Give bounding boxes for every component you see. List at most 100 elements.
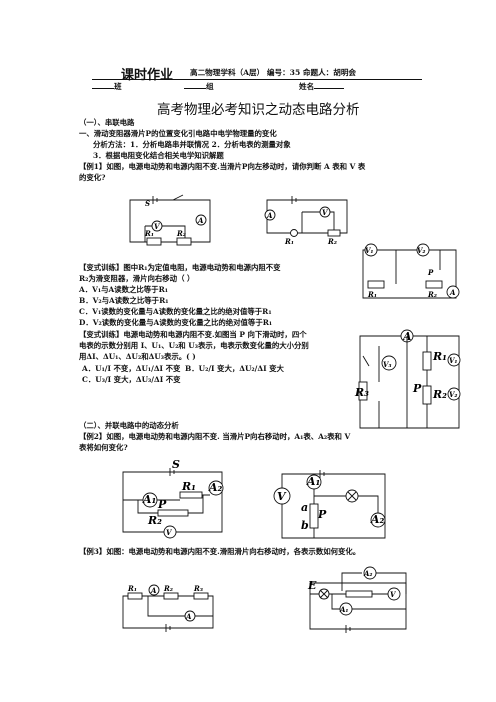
circuit-example1-right: A V R₁ R₂ [264,196,348,246]
voltmeter-icon [273,487,291,505]
resistor-r3-icon [358,381,368,401]
variant1-option-b[interactable]: B．V₂与A读数之比等于R₁ [79,296,169,305]
ammeter-a2-icon [208,480,224,496]
circuit-variant1: V₁ V₂ P R₁ R₂ A [362,243,460,299]
sec2-heading: （二）、并联电路中的动态分析 [79,421,179,430]
svg-text:A₁: A₁ [339,605,349,614]
variant2-option-b[interactable]: B．U₂/I 变大，ΔU₂/ΔI 变大 [185,364,284,373]
example1-text-cont: 的变化? [79,173,106,182]
svg-text:A: A [449,288,456,297]
resistor-icon [327,229,341,237]
class-blank: 班 [92,81,122,92]
rheostat-r2-icon [422,385,432,405]
svg-text:V₃: V₃ [383,360,392,369]
svg-text:R₂: R₂ [176,229,186,238]
circuit-example3-left: R₁ A R₂ R₃ A [122,584,214,632]
sec1-heading: （一）、串联电路 [79,118,135,127]
variant2-option-a[interactable]: A．U₁/I 不变，ΔU₁/ΔI 不变 [82,364,181,373]
ammeter-icon [264,209,276,221]
svg-text:A₁: A₁ [142,493,156,506]
sec1-line2: 分析方法：1．分析电路串并联情况 2．分析电表的测量对象 [93,140,291,149]
circuit-example2-right: V A₁ a P b A₂ [273,470,386,539]
sec1-line1: 一、滑动变阻器滑片P的位置变化引电路中电学物理量的变化 [79,129,277,138]
svg-text:V₁: V₁ [449,356,458,365]
svg-text:V: V [277,490,287,503]
rheostat-icon [309,503,319,529]
rheostat-icon [345,590,373,598]
svg-text:R₁: R₁ [181,480,196,493]
svg-text:P: P [412,382,422,395]
resistor-r3-icon [193,592,209,600]
svg-text:R₁: R₁ [367,290,377,299]
svg-text:A₂: A₂ [363,569,373,578]
variant1-option-a[interactable]: A．V₁与A读数之比等于R₁ [79,285,168,294]
switch-label: S [145,199,150,208]
voltmeter-v1-icon [364,243,378,257]
svg-text:V: V [390,590,397,599]
voltmeter-v2-icon [447,387,461,401]
rheostat-r2-icon [163,592,179,600]
svg-text:V: V [154,222,161,231]
variant1-option-c[interactable]: C．V₁读数的变化量与A读数的变化量之比的绝对值等于R₁ [79,307,272,316]
sec1-line3: 3．根据电阻变化结合相关电学知识解题 [93,151,224,160]
svg-text:R₂: R₂ [427,290,437,299]
svg-text:V: V [166,528,173,537]
example1-text: 【例1】如图，电源电动势和电源内阻不变.当滑片P向左移动时，请你判断 A 表和 … [79,162,366,171]
ammeter-icon [446,285,460,299]
svg-text:A: A [185,612,192,621]
voltmeter-icon [163,525,177,539]
variant2-line3: 用ΔI、ΔU₁、ΔU₂和ΔU₃表示。( ) [79,352,196,361]
svg-text:A: A [266,211,273,220]
resistor-r1-icon [146,237,162,246]
name-blank: 姓名 [299,81,345,92]
circuit-variant2: A V₃ R₃ R₁ V₁ P R₂ V₂ [354,329,461,429]
example2-text-cont: 表将如何变化? [79,443,128,452]
voltmeter-v2-icon [416,243,430,257]
svg-text:R₁: R₁ [127,584,137,593]
example2-text: 【例2】如图，电源电动势和电源内阻不变. 当滑片P向右移动时，A₁表、A₂表和 … [79,432,351,441]
svg-text:V: V [322,208,329,217]
svg-text:R₁: R₁ [144,229,154,238]
svg-text:V₁: V₁ [365,246,374,255]
ammeter-icon [148,584,160,596]
voltmeter-v3-icon [381,355,397,371]
document-title: 高考物理必考知识之动态电路分析 [157,102,360,118]
rheostat-r2-icon [425,280,443,289]
lamp-icon [290,229,298,237]
svg-text:A₂: A₂ [208,481,223,494]
svg-text:S: S [172,458,180,471]
svg-text:b: b [301,519,309,532]
svg-text:V₂: V₂ [417,246,426,255]
svg-text:P: P [427,268,434,277]
svg-text:V₂: V₂ [449,390,458,399]
svg-text:R₃: R₃ [193,584,203,593]
circuit-example3-right: E A₂ V A₁ [307,566,407,633]
variant1-option-d[interactable]: D．V₂读数的变化量与A读数的变化量之比的绝对值等于R₁ [79,318,273,327]
variant2-line2: 电表的示数分别用 I、U₁、U₂和 U₃表示，电表示数变化量的大小分别 [79,341,309,350]
svg-text:R₂: R₂ [147,514,162,527]
group-blank: 组 [184,81,214,92]
header-rule [92,79,422,80]
ammeter-icon [195,214,207,226]
svg-text:R₂: R₂ [163,584,173,593]
svg-text:R₂: R₂ [432,388,447,401]
svg-text:A: A [150,586,157,595]
circuit-example1-left: S A V R₁ R₂ [129,194,211,246]
header-title: 课时作业 [121,68,174,83]
variant2-option-c[interactable]: C．U₃/I 变大，ΔU₃/ΔI 不变 [82,375,181,384]
circuit-example2-left: S A₁ R₁ A₂ P R₂ V [122,458,224,539]
variant2-line1: 【变式训练】电源电动势和电源内阻不变.如图当 P 向下滑动时，四个 [79,330,307,339]
example3-text: 【例3】如图：电源电动势和电源内阻不变.滑阻滑片向右移动时，各表示数如何变化。 [79,547,361,556]
svg-text:R₃: R₃ [354,386,369,399]
svg-text:R₁: R₁ [284,237,294,246]
svg-text:A₁: A₁ [306,475,320,488]
svg-text:R₂: R₂ [327,237,337,246]
variant1-line1: 【变式训练】图中R₁为定值电阻，电源电动势和电源内阻不变 [79,263,281,272]
resistor-r1-icon [367,280,385,289]
resistor-r2-icon [176,237,192,246]
svg-text:P: P [157,498,167,511]
voltmeter-v1-icon [447,353,461,367]
variant1-line2: R₂为滑变阻器，滑片向右移动（ ） [79,274,195,283]
svg-text:a: a [301,501,308,514]
svg-text:R₁: R₁ [432,350,447,363]
